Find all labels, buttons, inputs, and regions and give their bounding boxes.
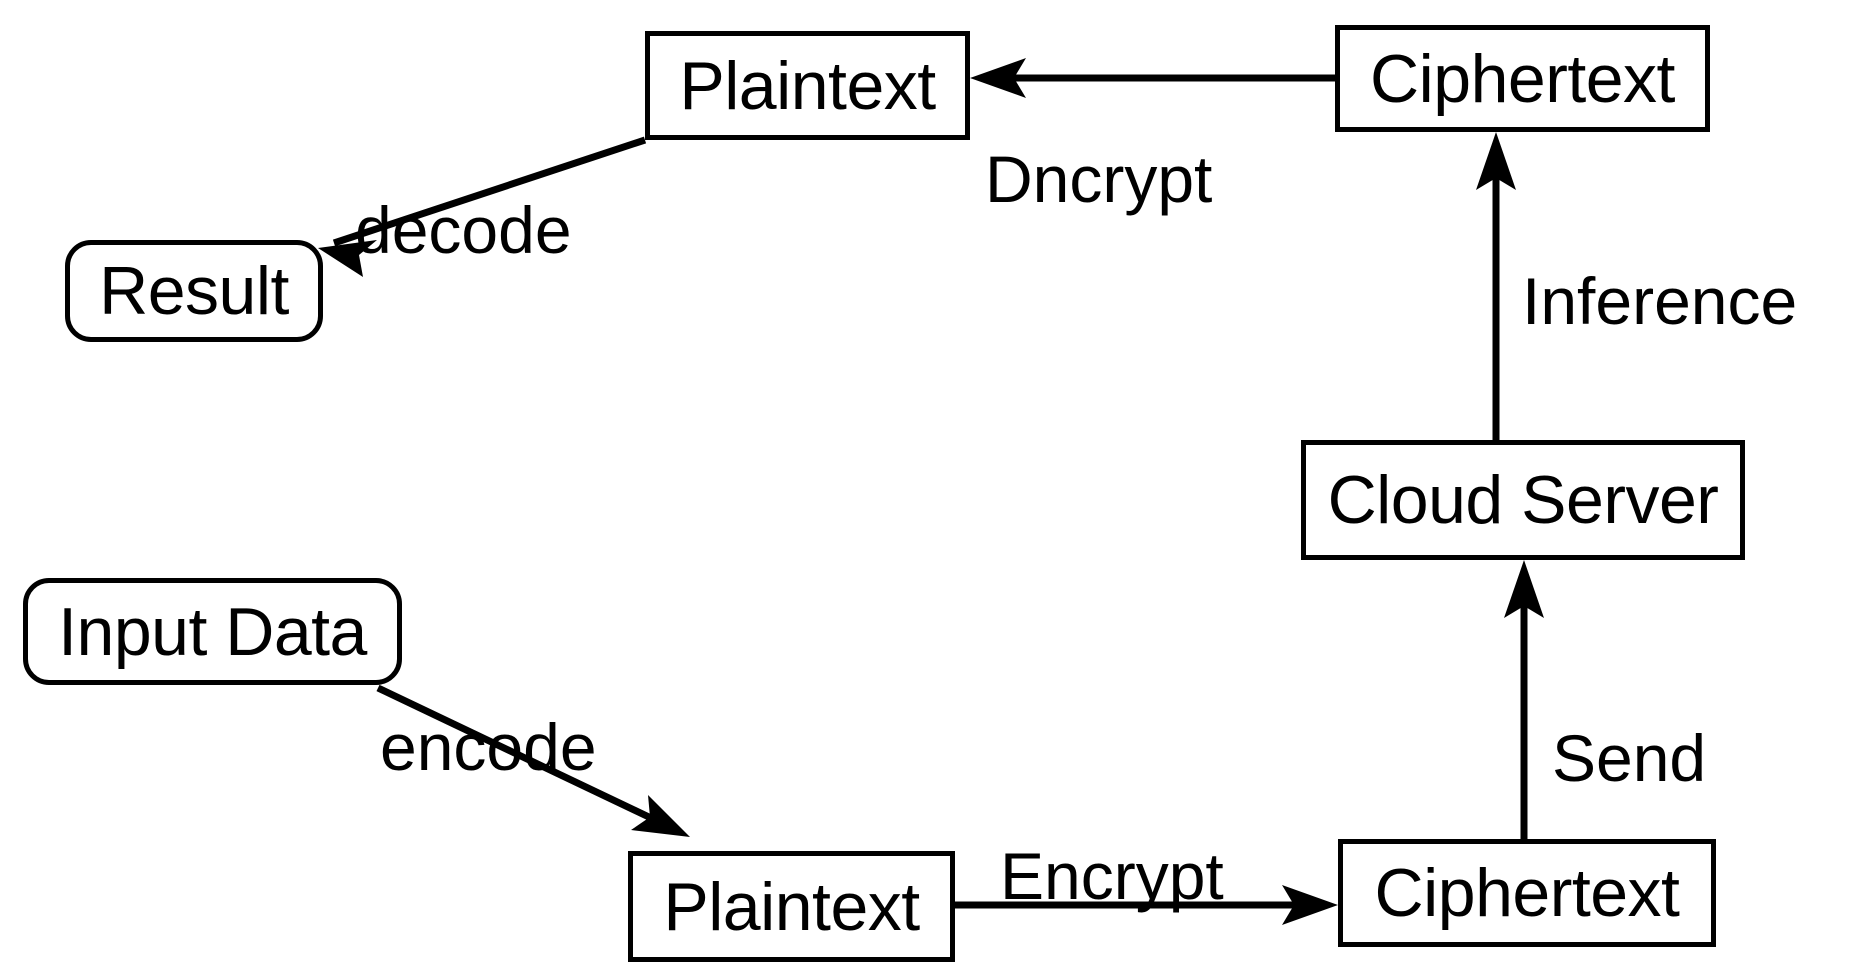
node-input-data[interactable]: Input Data (23, 578, 402, 685)
node-label: Ciphertext (1370, 40, 1675, 117)
node-label: Plaintext (679, 47, 936, 124)
edge-send-arrow (1504, 560, 1544, 839)
node-label: Input Data (58, 593, 367, 670)
node-plaintext-bottom[interactable]: Plaintext (628, 851, 955, 962)
node-label: Result (99, 253, 289, 329)
node-plaintext-top[interactable]: Plaintext (645, 31, 970, 140)
edge-decode-arrow (318, 136, 647, 277)
edge-encode-arrow (376, 684, 690, 837)
edge-label-dncrypt: Dncrypt (985, 142, 1213, 216)
node-result[interactable]: Result (65, 240, 323, 342)
edge-label-decode: decode (355, 193, 572, 267)
edge-label-encode: encode (380, 710, 597, 784)
node-label: Cloud Server (1327, 462, 1719, 538)
node-label: Ciphertext (1374, 855, 1680, 931)
node-cloud-server[interactable]: Cloud Server (1301, 440, 1745, 560)
edge-label-encrypt: Encrypt (1000, 839, 1224, 913)
edge-inference-arrow (1476, 132, 1516, 440)
edge-dncrypt-arrow (970, 58, 1335, 98)
edge-encrypt-arrow (955, 885, 1338, 925)
edge-label-inference: Inference (1522, 264, 1798, 338)
node-ciphertext-bottom[interactable]: Ciphertext (1338, 839, 1716, 947)
node-ciphertext-top[interactable]: Ciphertext (1335, 25, 1710, 132)
node-label: Plaintext (663, 868, 920, 945)
edge-label-send: Send (1552, 721, 1707, 795)
